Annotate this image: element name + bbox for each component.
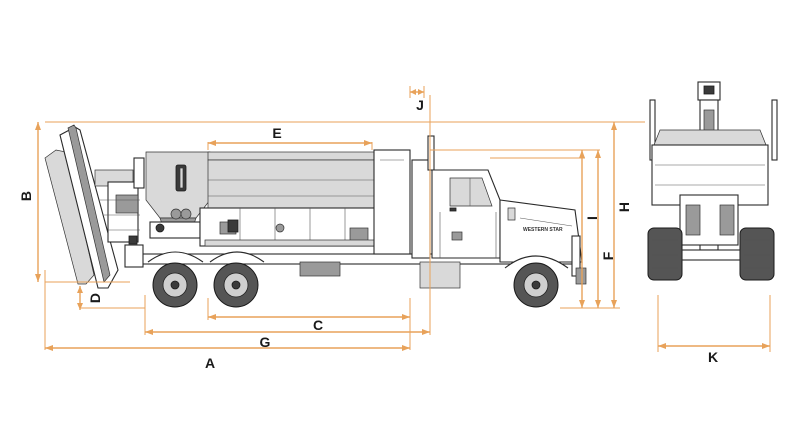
label-b: B xyxy=(18,191,34,201)
sleeper-panel xyxy=(411,159,431,259)
label-c: C xyxy=(313,317,323,333)
front-wheel xyxy=(513,262,559,308)
truck-side-view: WESTERN STAR xyxy=(44,124,587,308)
cab-badge-text: WESTERN STAR xyxy=(523,227,563,233)
battery-box xyxy=(299,261,341,277)
rear-wheel-2 xyxy=(213,262,259,308)
truck-end-view xyxy=(647,81,778,281)
control-box xyxy=(373,149,411,255)
label-d: D xyxy=(87,293,103,303)
dimension-labels: A G C E J K B D I F H xyxy=(18,97,718,371)
main-tank xyxy=(199,151,381,247)
end-view-left-tire xyxy=(647,227,683,281)
label-g: G xyxy=(260,334,271,350)
label-a: A xyxy=(205,355,215,371)
label-h: H xyxy=(616,202,632,212)
label-k: K xyxy=(708,349,718,365)
fuel-tank xyxy=(419,261,461,289)
dimension-lines xyxy=(35,86,771,352)
label-i: I xyxy=(584,216,600,220)
rear-wheel-1 xyxy=(152,262,198,308)
label-e: E xyxy=(272,125,281,141)
exhaust-stack xyxy=(427,135,435,171)
truck-hood: WESTERN STAR xyxy=(499,199,587,285)
rear-spreader-assembly xyxy=(44,124,145,289)
label-j: J xyxy=(416,97,424,113)
label-f: F xyxy=(600,251,616,260)
truck-cab xyxy=(431,169,501,259)
hopper xyxy=(145,151,211,239)
end-view-right-tire xyxy=(739,227,775,281)
